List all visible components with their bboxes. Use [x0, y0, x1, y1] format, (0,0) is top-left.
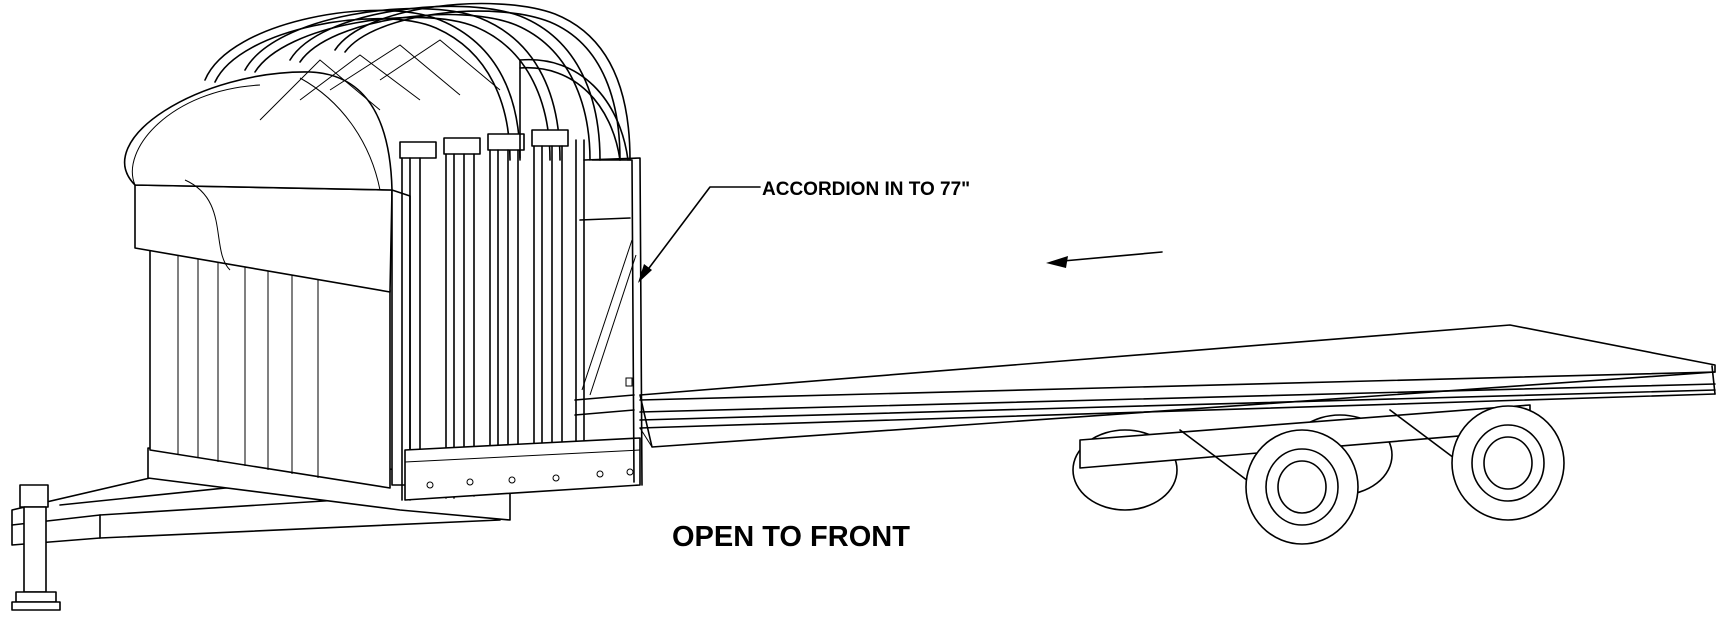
jack-stand	[11, 484, 61, 611]
folded-cover-body	[123, 71, 511, 521]
accordion-frame	[204, 2, 631, 161]
accordion-leader	[638, 186, 761, 283]
direction-arrow	[1046, 251, 1163, 268]
flatbed-deck	[639, 324, 1716, 448]
open-to-front-label: OPEN TO FRONT	[672, 521, 910, 553]
rear-wheel-assembly	[1072, 404, 1565, 545]
wheel-rear	[1451, 405, 1565, 521]
accordion-posts	[401, 139, 641, 501]
end-frame	[519, 59, 643, 486]
accordion-label: ACCORDION IN TO 77"	[762, 179, 970, 200]
wheel-front	[1245, 429, 1359, 545]
